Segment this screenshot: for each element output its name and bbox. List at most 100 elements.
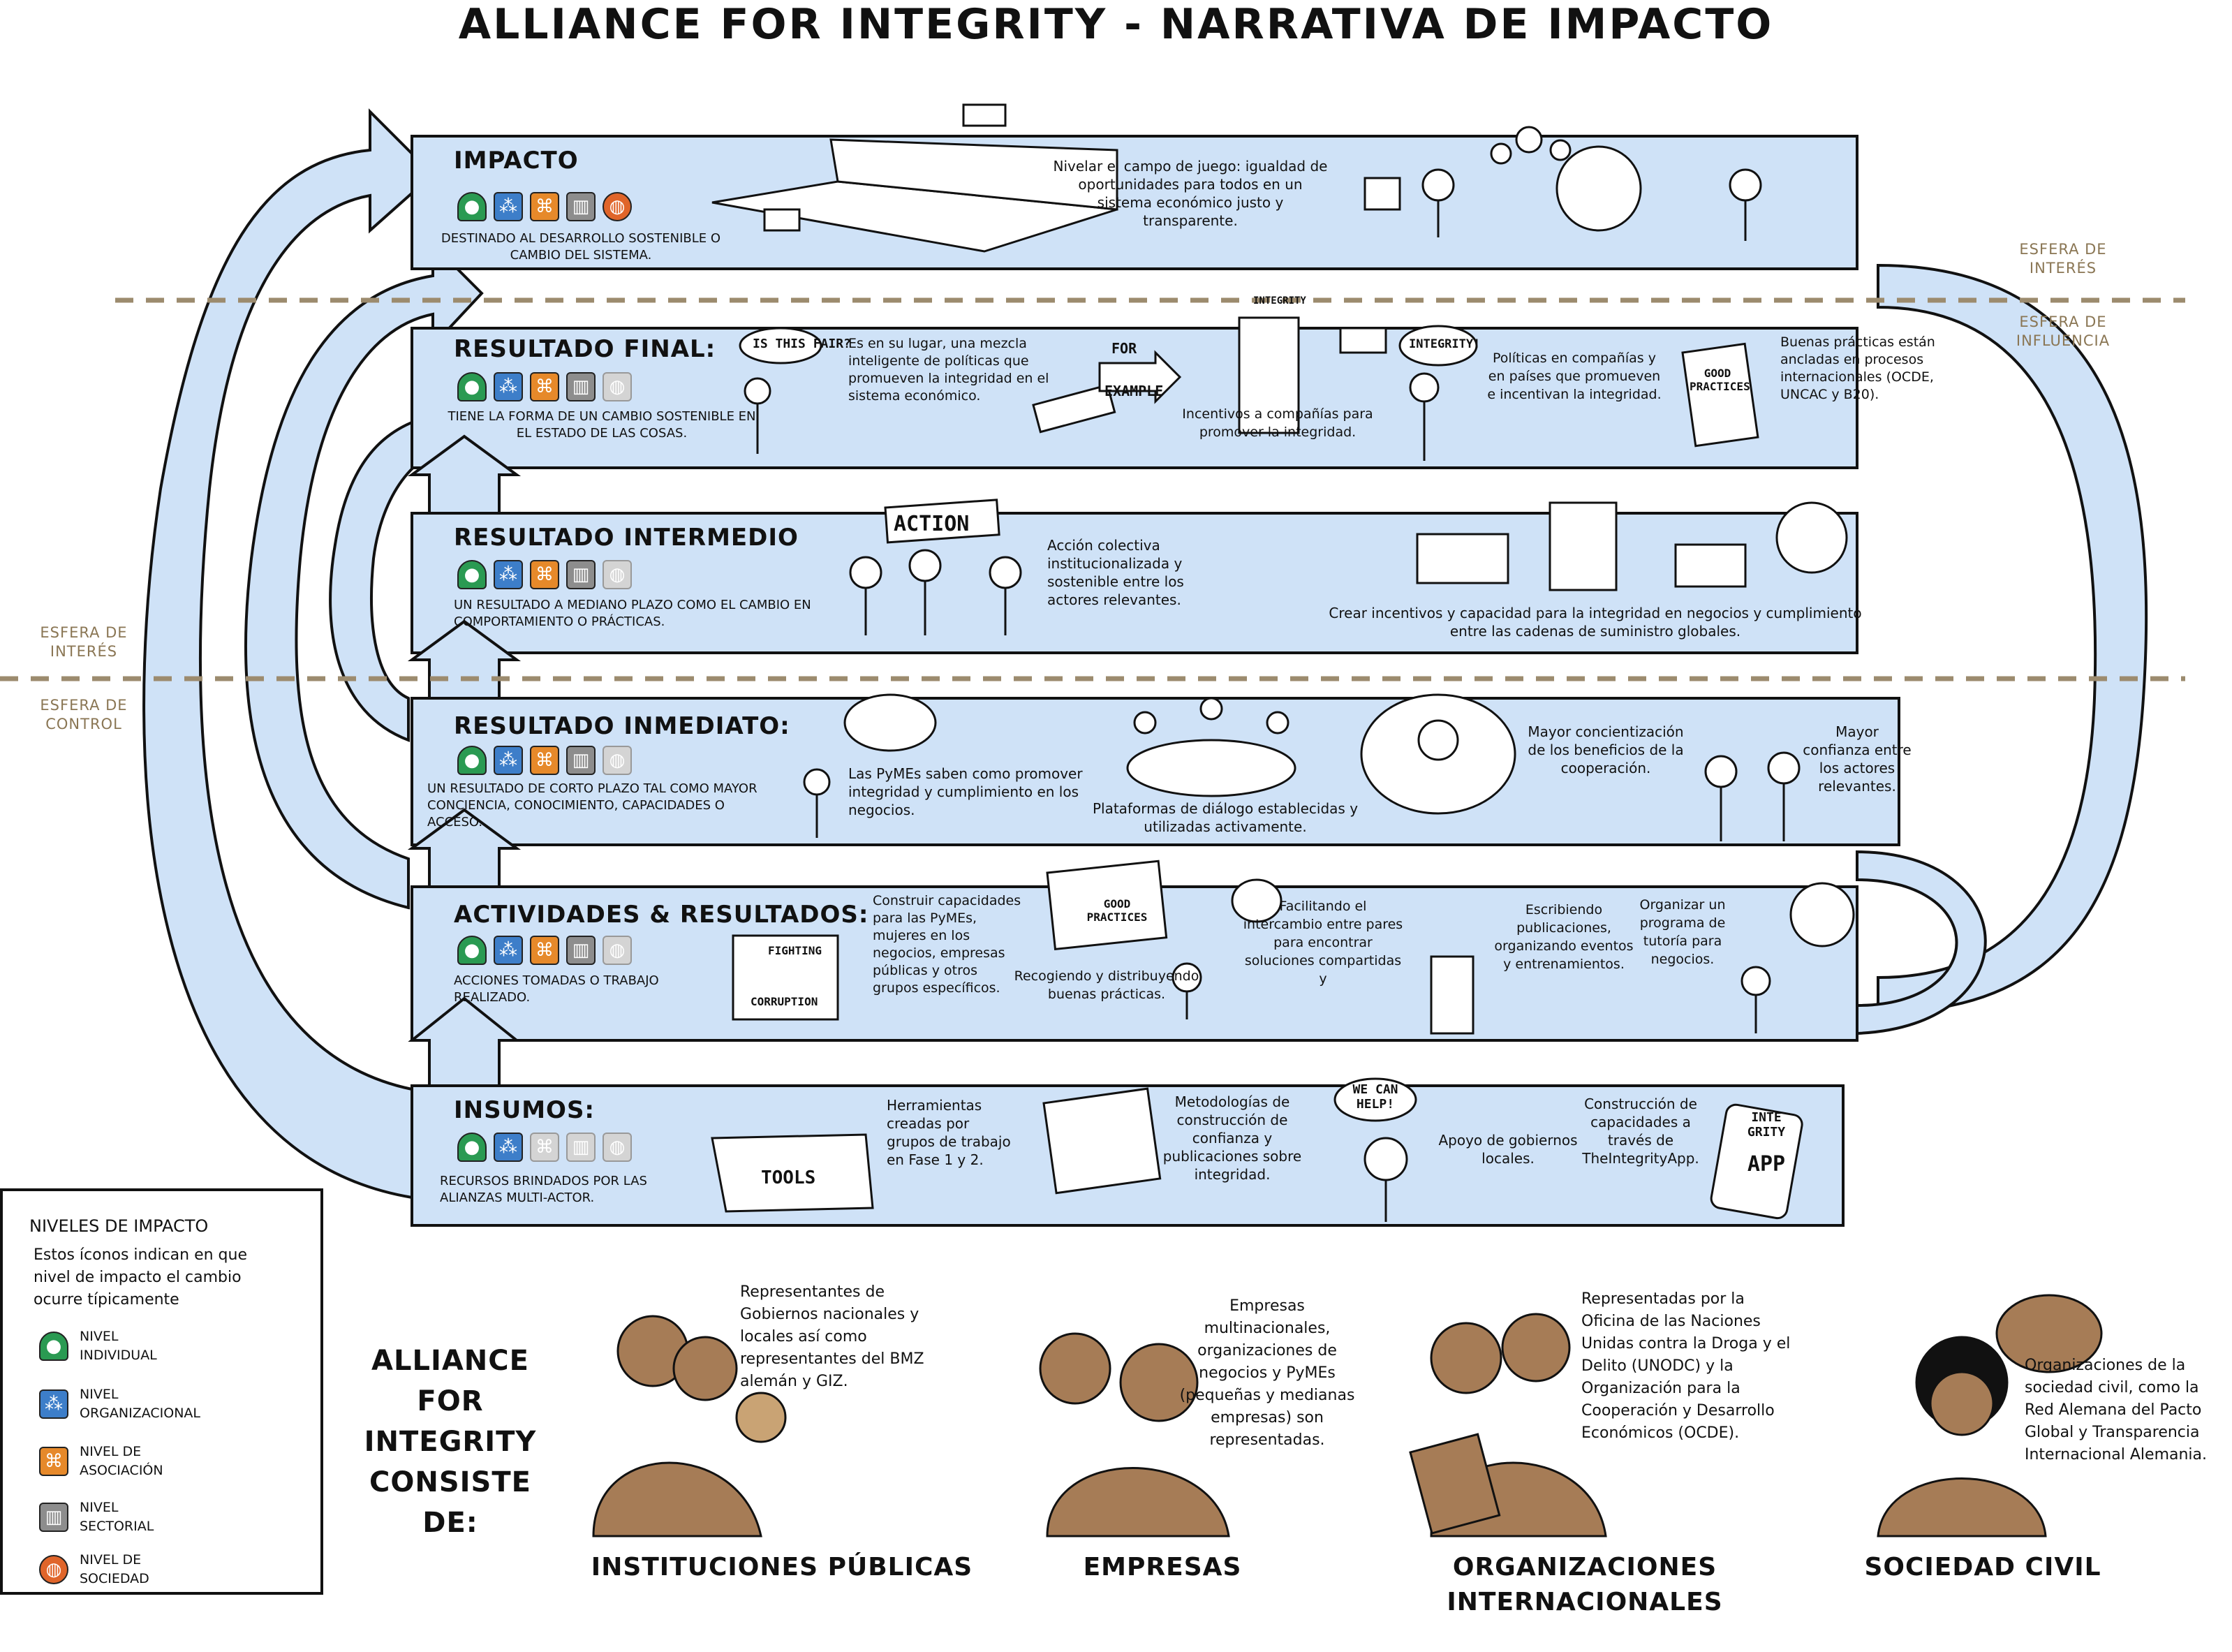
actividades-text-1: Construir capacidades para las PyMEs, mu… xyxy=(873,893,1021,996)
actividades-illustrations xyxy=(732,860,1855,1035)
we-can-help-bubble: WE CAN HELP! xyxy=(1352,1082,1398,1112)
group-text-empresas: Empresas multinacionales, organizaciones… xyxy=(1179,1297,1355,1449)
group-icon: ⁂ xyxy=(494,560,523,589)
buildings-icon: ▥ xyxy=(566,560,596,589)
globe-icon: ◍ xyxy=(39,1555,68,1584)
for-label: FOR xyxy=(1111,340,1137,357)
group-label-internacionales: ORGANIZACIONES INTERNACIONALES xyxy=(1447,1553,1723,1616)
legend-label-sociedad: NIVEL DE SOCIEDAD xyxy=(80,1552,149,1586)
group-icon: ⁂ xyxy=(494,936,523,965)
up-arrow-1 xyxy=(408,996,521,1087)
page-title: ALLIANCE FOR INTEGRITY - NARRATIVA DE IM… xyxy=(458,0,1774,49)
playing-field-illustration xyxy=(711,103,1118,253)
final-level-icons: ● ⁂ ⌘ ▥ ◍ xyxy=(457,372,632,401)
children-playing-illustration xyxy=(1363,126,1762,241)
buildings-icon: ▥ xyxy=(566,192,596,221)
actividades-text-5: Organizar un programa de tutoría para ne… xyxy=(1639,897,1726,967)
final-text-2: Incentivos a compañías para promover la … xyxy=(1182,406,1373,440)
insumos-text-1: Herramientas creadas por grupos de traba… xyxy=(887,1097,1011,1168)
person-icon: ● xyxy=(457,372,487,401)
good-practices-box: GOOD PRACTICES xyxy=(1086,897,1148,924)
globe-icon: ◍ xyxy=(603,746,632,775)
inmediato-text-3: Mayor concientización de los beneficios … xyxy=(1528,723,1684,776)
group-icon: ⁂ xyxy=(494,746,523,775)
left-return-arrow xyxy=(142,108,435,1200)
legend-label-organizacional: NIVEL ORGANIZACIONAL xyxy=(80,1387,200,1421)
integrity-app-screen: INTE GRITY xyxy=(1747,1110,1786,1140)
good-practices-book: GOOD PRACTICES xyxy=(1690,367,1750,393)
level-title-impacto: IMPACTO xyxy=(454,147,579,175)
intermedio-level-icons: ● ⁂ ⌘ ▥ ◍ xyxy=(457,560,632,589)
example-label: EXAMPLE xyxy=(1104,383,1164,399)
insumos-text-4: Construcción de capacidades a través de … xyxy=(1582,1096,1699,1167)
actividades-text-3: Facilitando el intercambio entre pares p… xyxy=(1243,899,1403,987)
level-desc-final: TIENE LA FORMA DE UN CAMBIO SOSTENIBLE E… xyxy=(448,409,756,441)
level-title-inmediato: RESULTADO INMEDIATO: xyxy=(454,712,790,740)
legend-row-sociedad: ◍ NIVEL DE SOCIEDAD xyxy=(39,1551,184,1588)
consiste-heading: ALLIANCE FOR INTEGRITY CONSISTE DE: xyxy=(364,1345,537,1539)
globe-icon: ◍ xyxy=(603,1133,632,1162)
actividades-text-4: Escribiendo publicaciones, organizando e… xyxy=(1494,902,1634,972)
group-label-empresas: EMPRESAS xyxy=(1083,1553,1242,1581)
intermedio-text-1: Acción colectiva institucionalizada y so… xyxy=(1047,537,1184,608)
impact-levels-legend: NIVELES DE IMPACTO Estos íconos indican … xyxy=(0,1188,323,1595)
handshake-icon: ⌘ xyxy=(530,746,559,775)
right-small-loop xyxy=(1856,850,1987,1035)
level-title-actividades: ACTIVIDADES & RESULTADOS: xyxy=(454,901,869,929)
final-text-4: Buenas prácticas están ancladas en proce… xyxy=(1780,334,1935,402)
handshake-icon: ⌘ xyxy=(530,372,559,401)
level-desc-insumos: RECURSOS BRINDADOS POR LAS ALIANZAS MULT… xyxy=(440,1174,647,1205)
buildings-icon: ▥ xyxy=(566,936,596,965)
level-desc-impacto: DESTINADO AL DESARROLLO SOSTENIBLE O CAM… xyxy=(441,231,721,263)
legend-row-sectorial: ▥ NIVEL SECTORIAL xyxy=(39,1498,184,1536)
impacto-text-1: Nivelar el campo de juego: igualdad de o… xyxy=(1053,158,1328,229)
intermedio-illustrations xyxy=(849,499,1848,635)
person-icon: ● xyxy=(39,1332,68,1361)
person-icon: ● xyxy=(457,746,487,775)
insumos-text-3: Apoyo de gobiernos locales. xyxy=(1438,1132,1578,1167)
integrity-sign: INTEGRITY xyxy=(1253,295,1306,307)
sphere-control-left: ESFERA DE CONTROL xyxy=(40,697,128,732)
inmediato-text-1: Las PyMEs saben como promover integridad… xyxy=(848,765,1083,818)
public-institutions-people xyxy=(592,1315,787,1537)
legend-row-organizacional: ⁂ NIVEL ORGANIZACIONAL xyxy=(39,1385,233,1423)
globe-icon: ◍ xyxy=(603,372,632,401)
level-desc-intermedio: UN RESULTADO A MEDIANO PLAZO COMO EL CAM… xyxy=(454,598,811,629)
inmediato-level-icons: ● ⁂ ⌘ ▥ ◍ xyxy=(457,746,632,775)
group-text-publicas: Representantes de Gobiernos nacionales y… xyxy=(740,1283,924,1390)
globe-icon: ◍ xyxy=(603,560,632,589)
international-org-people xyxy=(1409,1313,1607,1537)
tools-box: TOOLS xyxy=(761,1167,816,1188)
bubble-integrity: INTEGRITY! xyxy=(1409,337,1481,351)
level-title-insumos: INSUMOS: xyxy=(454,1096,596,1124)
up-arrow-2 xyxy=(407,808,522,888)
action-banner: ACTION xyxy=(894,512,970,536)
legend-title: NIVELES DE IMPACTO xyxy=(29,1216,209,1236)
inmediato-text-2: Plataformas de diálogo establecidas y ut… xyxy=(1092,800,1359,835)
globe-icon: ◍ xyxy=(603,192,632,221)
impact-level-icons: ● ⁂ ⌘ ▥ ◍ xyxy=(457,192,632,221)
person-icon: ● xyxy=(457,936,487,965)
sphere-interes-right: ESFERA DE INTERÉS xyxy=(2019,241,2107,276)
bubble-is-this-fair: IS THIS FAIR? xyxy=(753,337,851,351)
legend-row-individual: ● NIVEL INDIVIDUAL xyxy=(39,1327,184,1365)
up-arrow-4 xyxy=(407,434,522,515)
buildings-icon: ▥ xyxy=(566,746,596,775)
globe-icon: ◍ xyxy=(603,936,632,965)
inmediato-text-4: Mayor confianza entre los actores releva… xyxy=(1803,723,1912,795)
buildings-icon: ▥ xyxy=(566,1133,596,1162)
group-icon: ⁂ xyxy=(494,192,523,221)
sphere-influencia-right: ESFERA DE INFLUENCIA xyxy=(2016,314,2111,349)
intermedio-text-2: Crear incentivos y capacidad para la int… xyxy=(1329,605,1862,640)
legend-label-asociacion: NIVEL DE ASOCIACIÓN xyxy=(80,1444,163,1478)
legend-label-sectorial: NIVEL SECTORIAL xyxy=(80,1500,154,1534)
handshake-icon: ⌘ xyxy=(530,1133,559,1162)
buildings-icon: ▥ xyxy=(566,372,596,401)
handshake-icon: ⌘ xyxy=(530,192,559,221)
group-text-internacionales: Representadas por la Oficina de las Naci… xyxy=(1581,1290,1791,1442)
handshake-icon: ⌘ xyxy=(530,936,559,965)
buildings-icon: ▥ xyxy=(39,1503,68,1532)
level-desc-inmediato: UN RESULTADO DE CORTO PLAZO TAL COMO MAY… xyxy=(427,781,757,829)
insumos-text-2: Metodologías de construcción de confianz… xyxy=(1162,1093,1302,1183)
